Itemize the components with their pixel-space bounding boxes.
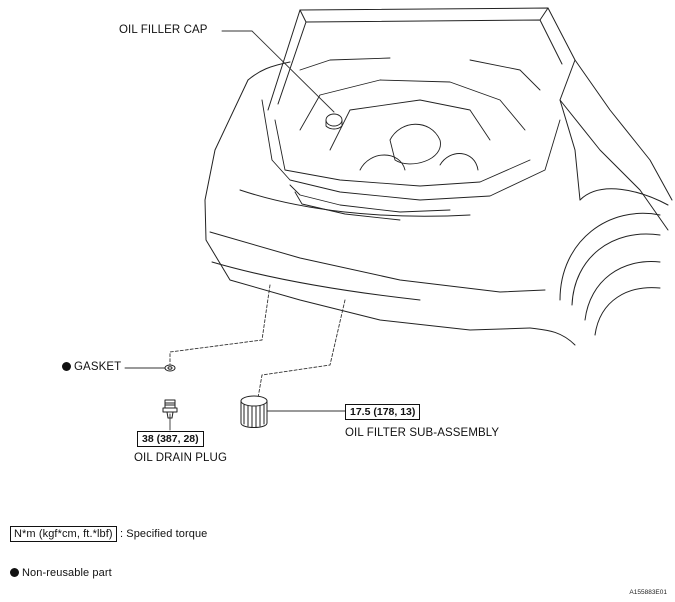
car-body <box>204 61 669 331</box>
engine-bay <box>261 57 561 221</box>
gasket-part <box>164 364 176 372</box>
gasket-text: GASKET <box>74 361 122 373</box>
non-reusable-dot-icon <box>62 362 71 371</box>
windshield <box>559 59 673 231</box>
front-wheel <box>529 212 661 346</box>
hood <box>267 7 576 111</box>
oil-filter-torque-box: 17.5 (178, 13) <box>345 404 421 420</box>
gasket-label: GASKET <box>62 361 121 373</box>
oil-filler-cap-label: OIL FILLER CAP <box>119 24 208 36</box>
leader-lines <box>124 30 346 431</box>
legend-dot-icon <box>10 568 19 577</box>
oil-filter-part <box>240 395 268 428</box>
legend-torque: N*m (kgf*cm, ft.*lbf) : Specified torque <box>10 526 208 542</box>
oil-filter-label: OIL FILTER SUB-ASSEMBLY <box>345 427 500 439</box>
figure-id: A155883E01 <box>629 589 667 596</box>
legend-non-reusable-text: Non-reusable part <box>22 567 112 579</box>
legend-non-reusable: Non-reusable part <box>10 567 112 579</box>
legend-torque-units: N*m (kgf*cm, ft.*lbf) <box>10 526 117 542</box>
drain-plug-torque-box: 38 (387, 28) <box>137 431 204 447</box>
legend-torque-desc: : Specified torque <box>119 528 208 540</box>
drain-plug-part <box>162 399 178 419</box>
oil-drain-plug-label: OIL DRAIN PLUG <box>134 452 227 464</box>
